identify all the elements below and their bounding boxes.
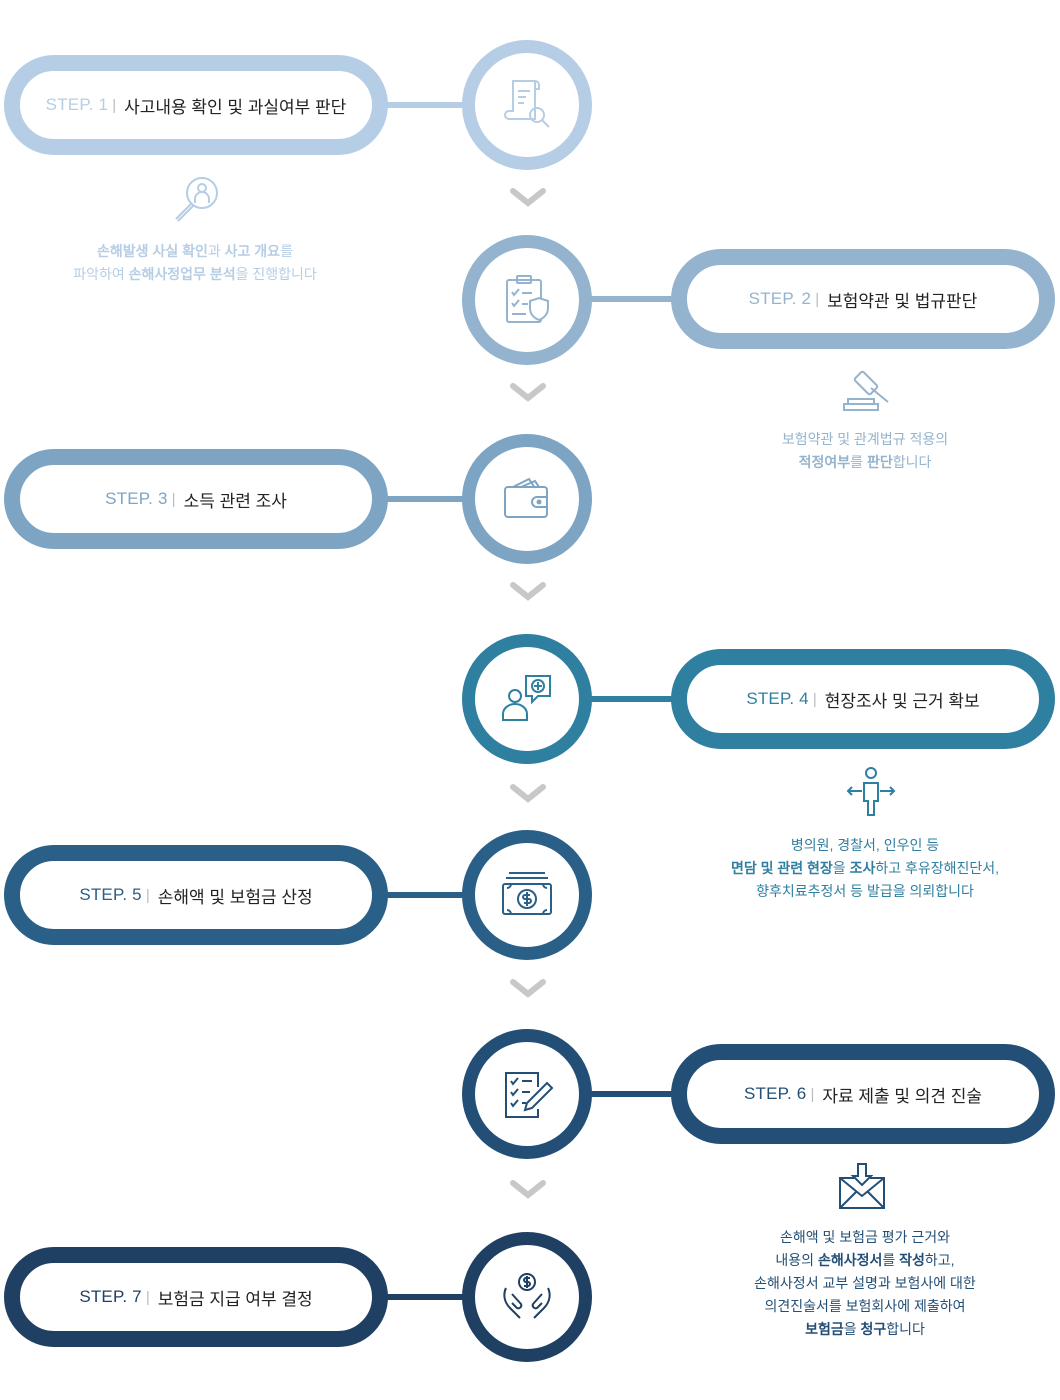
- step-3-separator: |: [171, 490, 176, 508]
- step-5-title: 손해액 및 보험금 산정: [157, 887, 313, 907]
- desc-4-line-1: 병의원, 경찰서, 인우인 등: [790, 837, 940, 853]
- step-1-circle: [462, 40, 592, 170]
- magnifier-person-icon: [175, 177, 218, 222]
- desc-6-highlight-d: 작성: [899, 1252, 925, 1268]
- desc-4-highlight-a: 면담 및 관련 현장: [730, 860, 833, 876]
- desc-6-highlight-f: 보험금: [805, 1321, 844, 1337]
- desc-1-highlight-a: 손해발생 사실 확인: [97, 243, 208, 259]
- desc-6-line-4: 의견진술서를 보험회사에 제출하여: [764, 1298, 966, 1314]
- step-3-connector: [386, 496, 466, 502]
- desc-6-text-c: 를: [882, 1252, 900, 1268]
- step-3-number: STEP. 3: [105, 489, 168, 508]
- desc-4-line-3: 향후치료추정서 등 발급을 의뢰합니다: [756, 883, 974, 899]
- step-3-title: 소득 관련 조사: [183, 491, 287, 511]
- step-6-connector: [590, 1091, 675, 1097]
- desc-1-highlight-c: 사고 개요: [224, 243, 281, 259]
- desc-4-text-d: 하고 후유장해진단서,: [875, 860, 1000, 876]
- wallet-icon: [504, 477, 548, 518]
- mail-download-icon: [839, 1163, 885, 1209]
- step-6-number: STEP. 6: [743, 1084, 807, 1103]
- desc-1-highlight-f: 손해사정업무 분석: [128, 266, 236, 282]
- chevron-down-icon: [510, 784, 546, 803]
- chevron-down-icon: [510, 582, 546, 601]
- step-6-pill: STEP. 6 | 자료 제출 및 의견 진술: [671, 1044, 1055, 1144]
- step-1-connector: [386, 102, 466, 108]
- step-7-circle: [462, 1232, 592, 1362]
- step-2-circle: [462, 235, 592, 365]
- desc-6-highlight-b: 손해사정서: [817, 1252, 883, 1268]
- step-6-description: 손해액 및 보험금 평가 근거와 내용의 손해사정서를 작성하고, 손해사정서 …: [700, 1226, 1030, 1341]
- step-4-number: STEP. 4: [746, 689, 809, 708]
- money-bill-icon: [502, 872, 552, 915]
- chevron-down-icon: [510, 979, 546, 998]
- step-4-title: 현장조사 및 근거 확보: [824, 691, 980, 711]
- desc-1-text-g: 을 진행합니다: [235, 266, 317, 282]
- step-7-title: 보험금 지급 여부 결정: [157, 1289, 313, 1309]
- step-5-pill: STEP. 5 | 손해액 및 보험금 산정: [4, 845, 388, 945]
- step-2-separator: |: [815, 290, 820, 308]
- consultation-icon: [502, 675, 551, 721]
- chevron-down-icon: [510, 1180, 546, 1199]
- step-5-connector: [386, 892, 466, 898]
- desc-1-text-e: 파악하여: [73, 266, 129, 282]
- desc-2-text-d: 합니다: [892, 454, 932, 470]
- step-2-connector: [590, 296, 675, 302]
- step-4-circle: [462, 634, 592, 764]
- step-2-number: STEP. 2: [748, 289, 812, 308]
- step-7-connector: [386, 1294, 466, 1300]
- step-2-title: 보험약관 및 법규판단: [827, 291, 978, 311]
- desc-6-text-g: 을: [843, 1321, 861, 1337]
- step-7-separator: |: [145, 1288, 150, 1306]
- desc-1-text-b: 과: [207, 243, 225, 259]
- desc-1-text-d: 를: [280, 243, 293, 259]
- step-2-pill: STEP. 2 | 보험약관 및 법규판단: [671, 249, 1055, 349]
- step-2-description: 보험약관 및 관계법규 적용의 적정여부를 판단합니다: [710, 428, 1020, 474]
- step-1-description: 손해발생 사실 확인과 사고 개요를 파악하여 손해사정업무 분석을 진행합니다: [40, 240, 350, 286]
- desc-4-text-b: 을: [832, 860, 850, 876]
- hands-coin-icon: [503, 1273, 551, 1319]
- desc-6-text-e: 하고,: [924, 1252, 955, 1268]
- checklist-pen-icon: [505, 1072, 554, 1118]
- step-1-pill: STEP. 1 | 사고내용 확인 및 과실여부 판단: [4, 55, 388, 155]
- step-1-separator: |: [112, 96, 117, 114]
- chevron-down-icon: [510, 383, 546, 402]
- step-5-number: STEP. 5: [79, 885, 142, 904]
- desc-2-text-b: 를: [850, 454, 867, 470]
- gavel-icon: [843, 370, 889, 411]
- step-1-title: 사고내용 확인 및 과실여부 판단: [124, 97, 347, 117]
- step-3-circle: [462, 434, 592, 564]
- step-6-circle: [462, 1029, 592, 1159]
- step-5-circle: [462, 830, 592, 960]
- step-7-pill: STEP. 7 | 보험금 지급 여부 결정: [4, 1247, 388, 1347]
- step-6-separator: |: [810, 1085, 815, 1103]
- step-4-description: 병의원, 경찰서, 인우인 등 면담 및 관련 현장을 조사하고 후유장해진단서…: [700, 834, 1030, 903]
- desc-6-line-3: 손해사정서 교부 설명과 보험사에 대한: [754, 1275, 976, 1291]
- step-4-separator: |: [812, 690, 817, 708]
- step-3-pill: STEP. 3 | 소득 관련 조사: [4, 449, 388, 549]
- document-search-icon: [504, 80, 550, 128]
- desc-6-highlight-h: 청구: [860, 1321, 887, 1337]
- step-4-connector: [590, 696, 675, 702]
- step-4-pill: STEP. 4 | 현장조사 및 근거 확보: [671, 649, 1055, 749]
- desc-6-text-a: 내용의: [775, 1252, 818, 1268]
- desc-6-line-1: 손해액 및 보험금 평가 근거와: [779, 1229, 951, 1245]
- step-1-number: STEP. 1: [45, 95, 109, 114]
- step-7-number: STEP. 7: [79, 1287, 142, 1306]
- desc-2-line-1: 보험약관 및 관계법규 적용의: [781, 431, 949, 447]
- desc-4-highlight-c: 조사: [849, 860, 876, 876]
- step-5-separator: |: [145, 886, 150, 904]
- desc-6-text-i: 합니다: [886, 1321, 925, 1337]
- clipboard-shield-icon: [506, 275, 549, 323]
- chevron-down-icon: [510, 188, 546, 207]
- desc-2-highlight-c: 판단: [866, 454, 893, 470]
- desc-2-highlight-a: 적정여부: [798, 454, 851, 470]
- person-arrows-icon: [846, 767, 896, 816]
- step-6-title: 자료 제출 및 의견 진술: [822, 1086, 983, 1106]
